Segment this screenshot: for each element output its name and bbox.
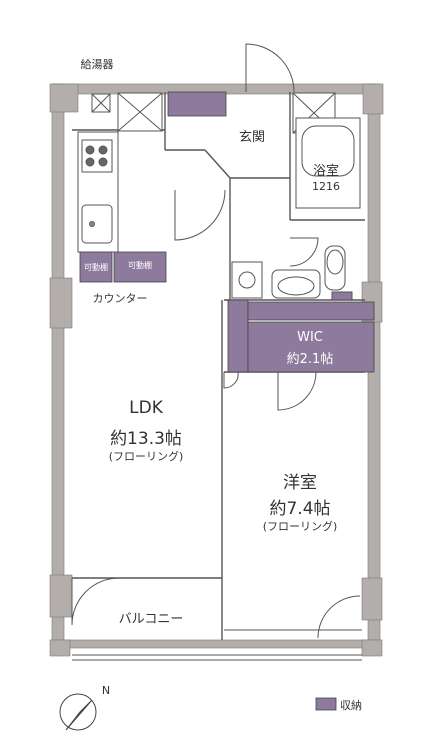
ldk-label: LDK [129, 398, 163, 418]
water-heater-label: 給湯器 [80, 58, 114, 71]
compass-north-label: N [101, 684, 111, 697]
counter-label: カウンター [92, 292, 148, 305]
ldk-floor-label: (フローリング) [108, 450, 184, 463]
movable-shelf-label-1: 可動棚 [84, 263, 108, 272]
wic-label: WIC [297, 330, 323, 345]
storage-legend-swatch [315, 697, 337, 711]
stove-icon [81, 139, 113, 173]
bath-size-label: 1216 [312, 180, 340, 193]
washbasin-icon [231, 261, 263, 299]
storage-areas [79, 91, 375, 373]
movable-shelf-label-2: 可動棚 [128, 261, 152, 270]
washroom [231, 245, 353, 301]
ldk-size-label: 約13.3帖 [110, 429, 182, 449]
wic-size-label: 約2.1帖 [286, 352, 334, 367]
entrance-label: 玄関 [238, 130, 265, 145]
kitchen [77, 131, 119, 253]
doors [71, 43, 361, 639]
balcony-rail [72, 629, 362, 661]
storage-legend-label: 収納 [340, 699, 362, 712]
bedroom-label: 洋室 [283, 473, 317, 493]
bathroom-label: 浴室 [312, 164, 339, 179]
balcony-label: バルコニー [118, 612, 184, 627]
compass-icon [59, 693, 97, 731]
bathtub-icon [295, 117, 361, 209]
sink-icon [81, 204, 113, 244]
bedroom-size-label: 約7.4帖 [269, 499, 331, 519]
bedroom-floor-label: (フローリング) [262, 520, 338, 533]
